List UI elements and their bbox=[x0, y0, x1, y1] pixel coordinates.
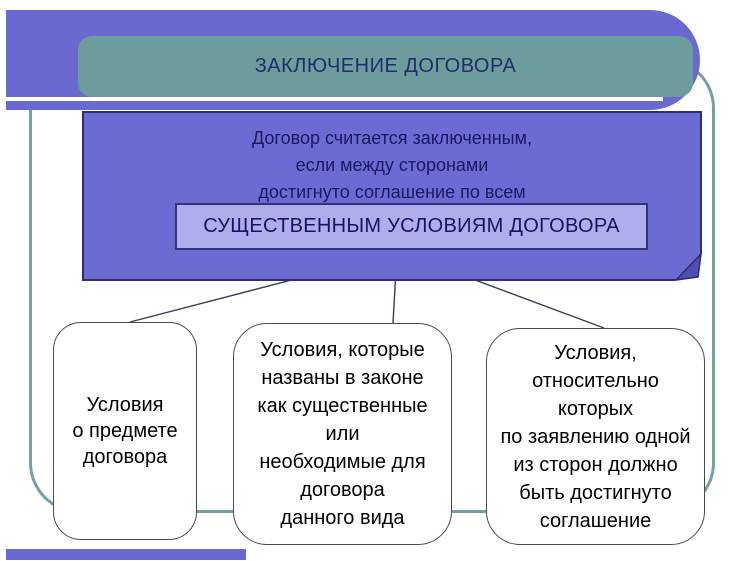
branch-line: данного вида bbox=[280, 507, 405, 529]
branch-line: соглашение bbox=[539, 509, 652, 532]
branch-line: относительно bbox=[532, 369, 659, 392]
branch-line: о предмете bbox=[72, 420, 178, 442]
main-statement-box: Договор считается заключенным, если межд… bbox=[82, 111, 702, 281]
branch-box-subject: Условия о предмете договора bbox=[53, 322, 197, 540]
slide-title: ЗАКЛЮЧЕНИЕ ДОГОВОРА bbox=[254, 55, 517, 77]
branch-box-law: Условия, которые названы в законе как су… bbox=[233, 323, 452, 545]
branch-box-party-statement: Условия, относительно которых по заявлен… bbox=[486, 328, 705, 545]
branch-line: договора bbox=[82, 446, 168, 468]
branch-line: быть достигнуто bbox=[519, 481, 672, 504]
highlight-box: СУЩЕСТВЕННЫМ УСЛОВИЯМ ДОГОВОРА bbox=[175, 203, 648, 250]
branch-line: которых bbox=[557, 397, 634, 420]
branch-line: из сторон должно bbox=[513, 453, 678, 476]
branch-line: Условия, которые bbox=[260, 339, 425, 361]
bottom-accent-bar bbox=[6, 549, 246, 560]
branch-line: как существенные bbox=[257, 395, 428, 417]
branch-line: Условия bbox=[86, 394, 164, 416]
branch-line: договора bbox=[300, 479, 385, 501]
branch-line: по заявлению одной bbox=[500, 425, 691, 448]
banner-white-stripe bbox=[0, 97, 663, 101]
title-banner: ЗАКЛЮЧЕНИЕ ДОГОВОРА bbox=[78, 36, 693, 97]
main-statement-line: Договор считается заключенным, bbox=[252, 128, 532, 148]
main-statement-line: если между сторонами bbox=[295, 155, 489, 175]
branch-line: необходимые для bbox=[259, 451, 426, 473]
highlight-text: СУЩЕСТВЕННЫМ УСЛОВИЯМ ДОГОВОРА bbox=[203, 215, 620, 237]
branch-line: или bbox=[325, 423, 360, 445]
main-statement-text: Договор считается заключенным, если межд… bbox=[84, 113, 700, 206]
branch-line: названы в законе bbox=[261, 367, 424, 389]
branch-line: Условия, bbox=[554, 341, 637, 364]
main-statement-line: достигнуто соглашение по всем bbox=[258, 182, 526, 202]
